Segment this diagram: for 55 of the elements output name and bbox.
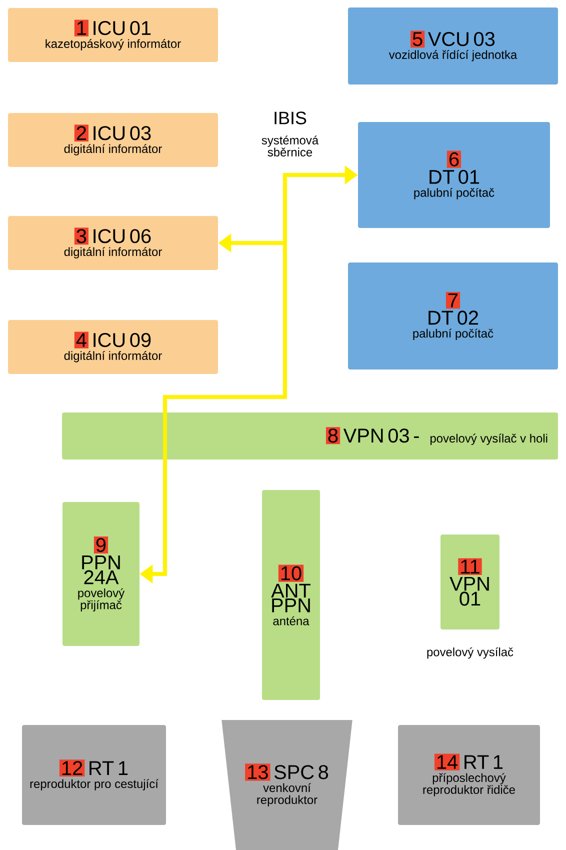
device-subtitle: digitální informátor	[64, 351, 162, 362]
number-badge: 2	[74, 124, 88, 142]
device-subtitle: palubní počítač	[413, 328, 494, 340]
number-badge: 4	[74, 332, 88, 348]
bus-label: IBIS	[274, 112, 306, 124]
device-bar	[62, 412, 558, 460]
device-title: PPN 24A	[82, 556, 120, 584]
device-box	[8, 113, 218, 167]
node-label: povelový vysílač	[427, 647, 514, 659]
device-title: ICU 06	[94, 229, 151, 244]
device-box	[22, 725, 166, 825]
bus-label: systémová sběrnice	[262, 136, 319, 156]
device-box	[440, 534, 500, 630]
device-title: ICU 03	[94, 126, 151, 140]
device-title: VPN 01	[450, 576, 489, 606]
device-box	[348, 262, 558, 370]
number-badge: 1	[74, 20, 88, 36]
device-box	[8, 320, 218, 374]
device-subtitle: digitální informátor	[64, 144, 162, 156]
number-badge: 11	[458, 558, 482, 575]
device-title: RT 1	[464, 755, 503, 769]
device-title: DT 02	[428, 310, 478, 325]
device-subtitle: anténa	[273, 616, 310, 626]
device-box	[62, 502, 140, 646]
number-badge: 13	[245, 764, 270, 781]
number-badge: 5	[410, 30, 425, 48]
number-badge: 12	[59, 760, 85, 776]
device-box	[398, 725, 540, 825]
number-badge: 14	[434, 754, 460, 770]
device-title: SPC 8	[274, 765, 328, 780]
device-subtitle: příposlechový reproduktor řidiče	[423, 773, 515, 796]
number-badge: 3	[74, 228, 88, 245]
trapezoid-box	[222, 720, 352, 850]
device-title: VPN 03 -	[343, 428, 419, 443]
device-title: VCU 03	[428, 32, 495, 46]
device-box	[348, 8, 558, 84]
device-subtitle: vozidlová řídící jednotka	[388, 50, 518, 62]
device-title: ICU 01	[94, 21, 151, 36]
number-badge: 8	[326, 427, 340, 444]
number-badge: 10	[278, 564, 304, 582]
device-title: ANT PPN	[271, 584, 310, 612]
device-subtitle: kazetopáskový informátor	[46, 39, 181, 50]
device-box	[262, 490, 320, 700]
device-title: ICU 09	[94, 332, 151, 348]
device-subtitle: venkovní reproduktor	[257, 783, 318, 806]
device-subtitle: povelový přijímač	[78, 588, 125, 612]
device-subtitle: palubní počítač	[414, 188, 494, 200]
device-title: RT 1	[90, 761, 128, 775]
device-subtitle: digitální informátor	[64, 247, 162, 258]
device-subtitle: povelový vysílač v holi	[430, 434, 548, 445]
device-box	[8, 216, 218, 270]
device-title: DT 01	[430, 170, 480, 184]
device-subtitle: reproduktor pro cestující	[30, 779, 158, 790]
device-box	[8, 8, 218, 62]
device-box	[358, 122, 550, 228]
